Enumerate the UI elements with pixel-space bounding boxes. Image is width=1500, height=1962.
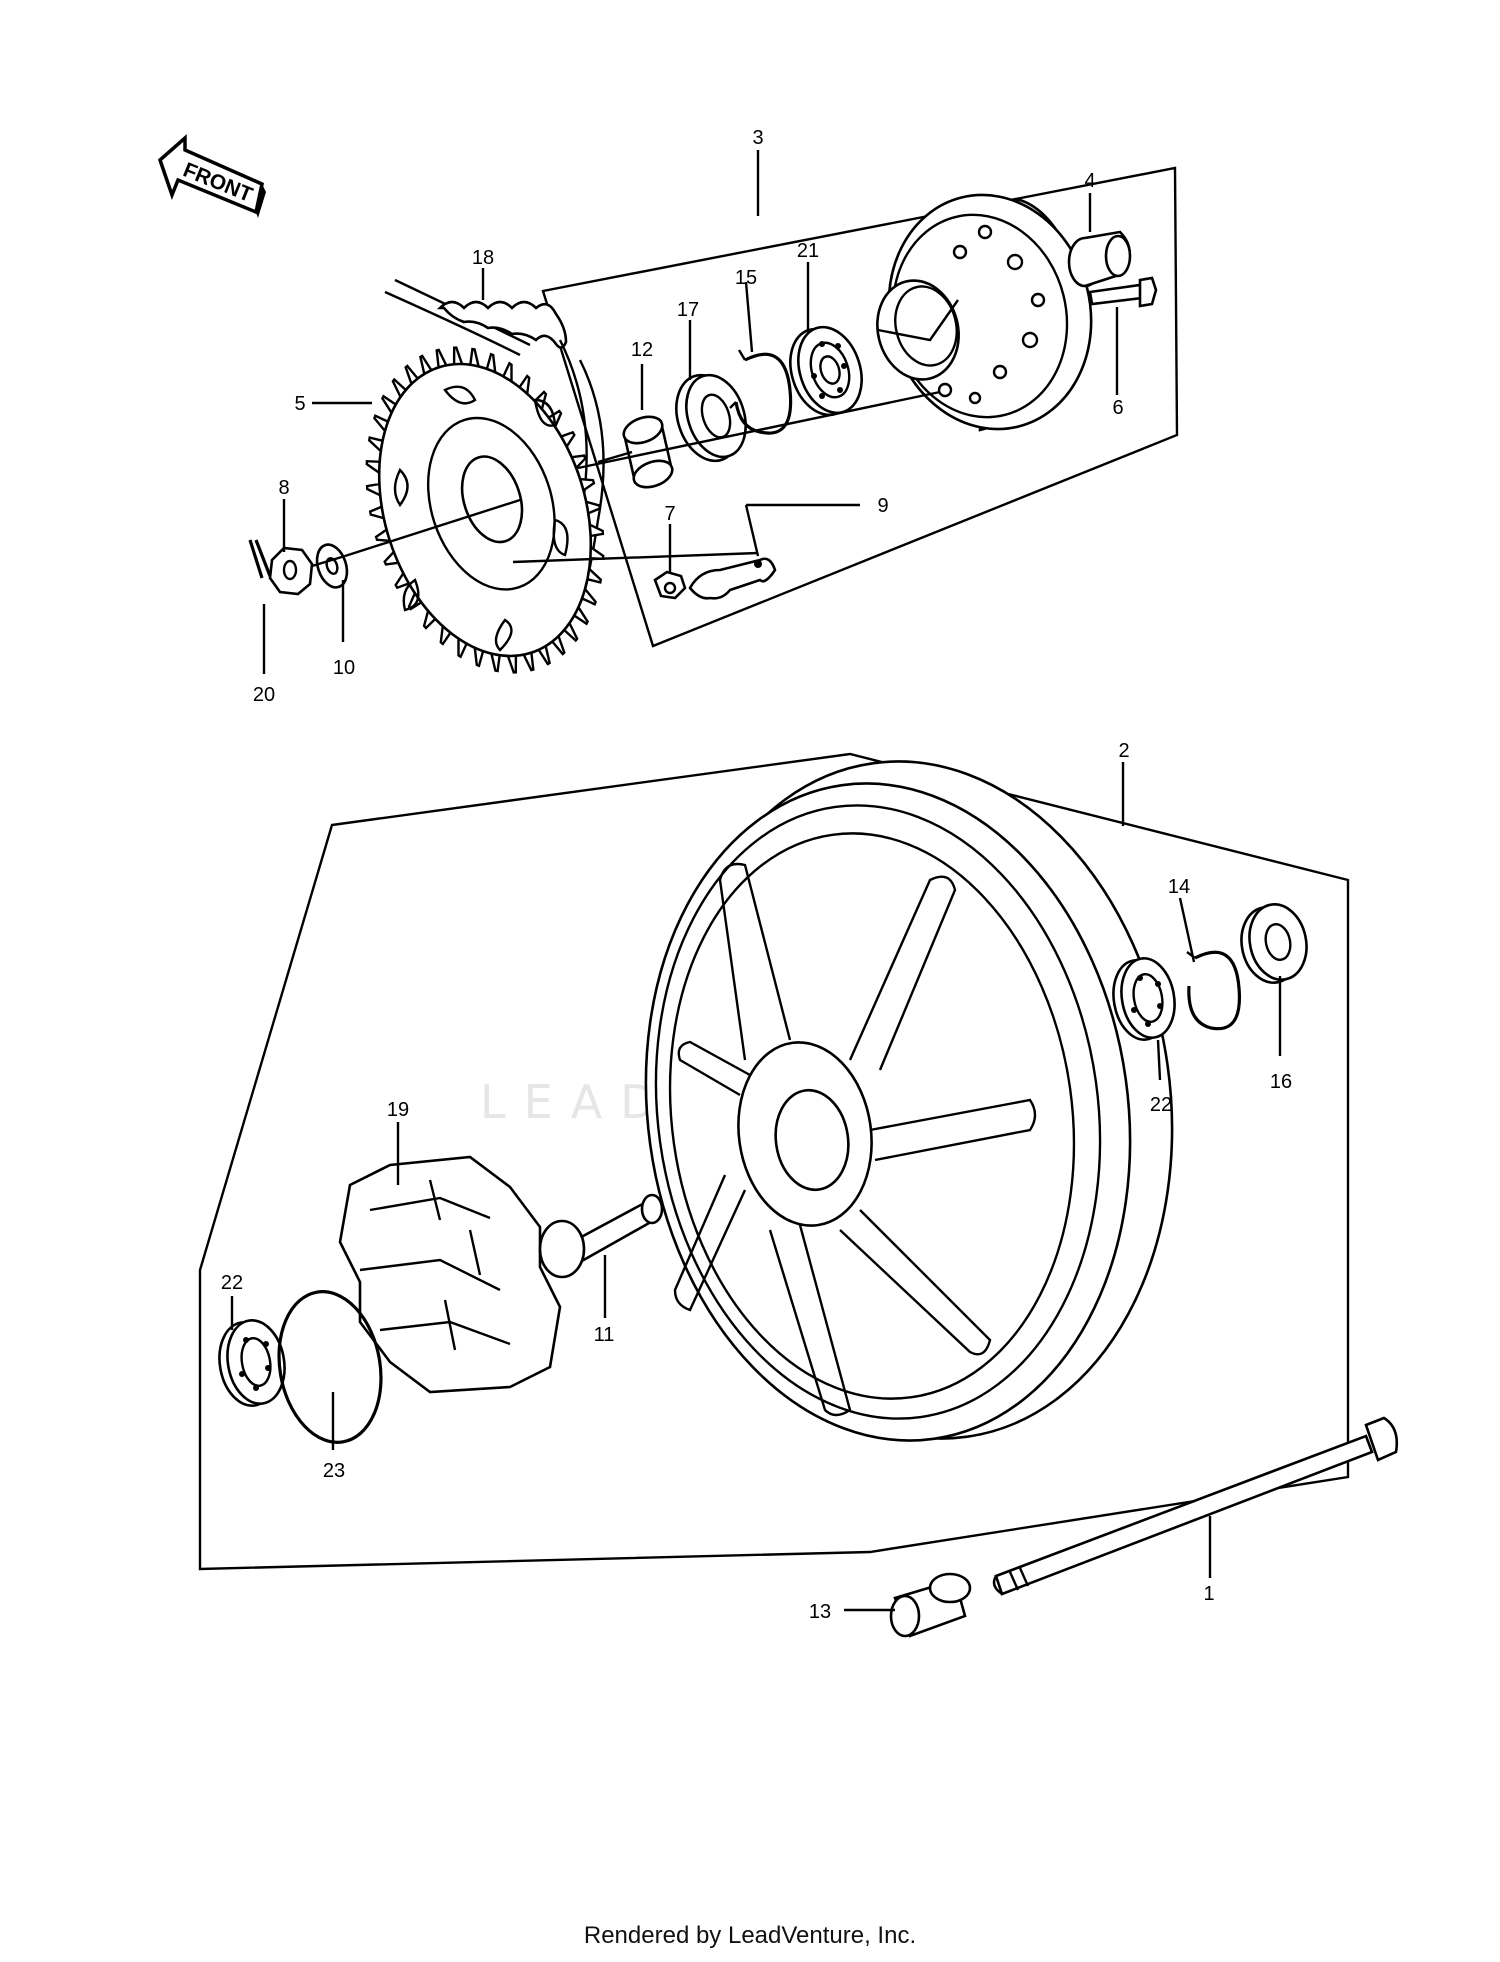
footer-credit: Rendered by LeadVenture, Inc. xyxy=(583,1922,917,1949)
callout-17: 17 xyxy=(677,299,699,321)
circlip xyxy=(729,349,793,435)
front-arrow-icon: FRONT xyxy=(157,134,266,218)
callout-23: 23 xyxy=(323,1460,345,1482)
callout-8: 8 xyxy=(278,477,289,499)
callout-14: 14 xyxy=(1168,876,1190,898)
callout-2: 2 xyxy=(1118,740,1129,762)
callout-3: 3 xyxy=(752,127,763,149)
lock-plate xyxy=(688,557,777,600)
wheel-bearing-right xyxy=(1112,957,1176,1041)
callout-5: 5 xyxy=(294,393,305,415)
castle-nut xyxy=(268,546,314,596)
leader-lines xyxy=(230,193,1282,1612)
cast-wheel xyxy=(644,760,1174,1442)
callout-1: 1 xyxy=(1203,1583,1214,1605)
lock-nut xyxy=(653,570,687,600)
wheel-group-outline xyxy=(198,752,1350,1571)
washer xyxy=(315,543,349,589)
callout-16: 16 xyxy=(1270,1071,1292,1093)
callout-4: 4 xyxy=(1084,170,1095,192)
wheel-bearing-left xyxy=(218,1319,286,1407)
wheel-oil-seal xyxy=(1240,903,1308,984)
callout-15: 15 xyxy=(735,267,757,289)
callout-12: 12 xyxy=(631,339,653,361)
callout-6: 6 xyxy=(1112,397,1123,419)
callout-10: 10 xyxy=(333,657,355,679)
hub-collar xyxy=(1067,230,1132,288)
callout-9: 9 xyxy=(877,495,888,517)
callout-22-left: 22 xyxy=(221,1272,243,1294)
callout-21: 21 xyxy=(797,240,819,262)
callout-19: 19 xyxy=(387,1099,409,1121)
ball-bearing xyxy=(789,325,863,417)
cotter-pin xyxy=(248,539,272,579)
callout-18: 18 xyxy=(472,247,494,269)
wheel-damper xyxy=(338,1155,562,1394)
collar-spacer xyxy=(538,1193,664,1279)
callout-7: 7 xyxy=(664,503,675,525)
callout-20: 20 xyxy=(253,684,275,706)
rear-axle xyxy=(992,1416,1399,1596)
hex-bolt xyxy=(1088,276,1158,308)
hub-spacer xyxy=(622,415,674,489)
callout-11: 11 xyxy=(594,1324,615,1346)
sprocket-coupling-hub xyxy=(876,193,1093,432)
callout-labels: 1 2 3 4 5 6 7 8 9 10 11 12 13 14 15 16 1… xyxy=(221,127,1292,1623)
callout-13: 13 xyxy=(809,1601,831,1623)
wheel-circlip xyxy=(1186,950,1242,1031)
o-ring xyxy=(277,1290,383,1444)
axle-spacer xyxy=(889,1572,972,1638)
callout-22-right: 22 xyxy=(1150,1094,1172,1116)
